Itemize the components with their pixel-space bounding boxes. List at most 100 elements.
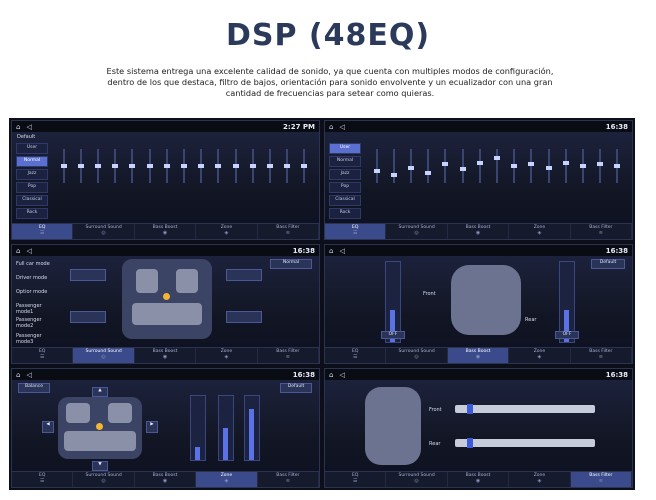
mode-full-car[interactable]: Full car mode — [16, 261, 50, 267]
speaker-level-fr[interactable] — [226, 269, 262, 281]
speaker-level-rr[interactable] — [226, 311, 262, 323]
home-icon[interactable]: ⌂ — [16, 370, 21, 379]
eq-knob[interactable] — [494, 155, 500, 160]
zone-slider-1[interactable] — [190, 395, 206, 461]
mode-pop[interactable]: Pop — [16, 182, 48, 193]
back-icon[interactable]: ◁ — [339, 370, 345, 379]
tab-eq[interactable]: EQ☰ — [12, 348, 74, 363]
eq-knob[interactable] — [164, 164, 170, 168]
mode-normal[interactable]: Normal — [16, 156, 48, 167]
tab-zone[interactable]: Zone◈ — [509, 224, 571, 239]
tab-surround[interactable]: Surround Sound◎ — [386, 348, 448, 363]
default-button[interactable]: Default — [280, 383, 312, 393]
mode-passenger-2[interactable]: Passenger mode2 — [16, 317, 42, 329]
back-icon[interactable]: ◁ — [26, 246, 32, 255]
home-icon[interactable]: ⌂ — [329, 246, 334, 255]
tab-bass-filter[interactable]: Bass Filter≋ — [258, 472, 319, 487]
tab-surround[interactable]: Surround Sound◎ — [73, 224, 135, 239]
back-icon[interactable]: ◁ — [26, 370, 32, 379]
eq-knob[interactable] — [546, 165, 552, 170]
eq-knob[interactable] — [129, 164, 135, 168]
equalizer-sliders[interactable] — [54, 137, 312, 209]
eq-track[interactable] — [393, 149, 395, 183]
mode-passenger-3[interactable]: Passenger mode3 — [16, 333, 42, 345]
tab-zone[interactable]: Zone◈ — [196, 348, 258, 363]
mode-passenger-1[interactable]: Passenger mode1 — [16, 303, 42, 315]
mode-rock[interactable]: Rock — [16, 208, 48, 219]
home-icon[interactable]: ⌂ — [329, 370, 334, 379]
tab-bass-boost[interactable]: Bass Boost◉ — [135, 224, 197, 239]
tab-bass-filter[interactable]: Bass Filter≋ — [570, 472, 632, 487]
tab-bass-boost[interactable]: Bass Boost◉ — [135, 348, 197, 363]
eq-track[interactable] — [462, 149, 464, 183]
tab-bass-filter[interactable]: Bass Filter≋ — [571, 348, 632, 363]
balance-button[interactable]: Balance — [18, 383, 50, 393]
eq-knob[interactable] — [250, 164, 256, 168]
up-arrow-icon[interactable]: ▲ — [92, 387, 108, 397]
tab-bass-filter[interactable]: Bass Filter≋ — [571, 224, 632, 239]
tab-zone[interactable]: Zone◈ — [196, 224, 258, 239]
eq-knob[interactable] — [95, 164, 101, 168]
back-icon[interactable]: ◁ — [26, 122, 32, 131]
eq-knob[interactable] — [391, 172, 397, 177]
eq-knob[interactable] — [267, 164, 273, 168]
home-icon[interactable]: ⌂ — [16, 122, 21, 131]
rear-bass-slider[interactable] — [559, 261, 575, 343]
eq-knob[interactable] — [425, 170, 431, 175]
tab-eq[interactable]: EQ☰ — [325, 348, 387, 363]
eq-track[interactable] — [479, 149, 481, 183]
front-filter-slider[interactable] — [455, 404, 595, 414]
tab-zone[interactable]: Zone◈ — [196, 472, 258, 487]
tab-eq[interactable]: EQ☰ — [325, 224, 387, 239]
eq-knob[interactable] — [511, 164, 517, 168]
eq-knob[interactable] — [374, 169, 380, 174]
eq-knob[interactable] — [112, 164, 118, 168]
speaker-level-fl[interactable] — [70, 269, 106, 281]
eq-track[interactable] — [376, 149, 378, 183]
tab-eq[interactable]: EQ☰ — [12, 472, 74, 487]
eq-knob[interactable] — [597, 162, 603, 167]
mode-normal[interactable]: Normal — [329, 156, 361, 167]
eq-knob[interactable] — [301, 164, 307, 168]
eq-knob[interactable] — [147, 164, 153, 168]
rear-filter-slider[interactable] — [455, 438, 595, 448]
speaker-level-rl[interactable] — [70, 311, 106, 323]
left-arrow-icon[interactable]: ◀ — [42, 421, 54, 433]
back-icon[interactable]: ◁ — [339, 246, 345, 255]
eq-knob[interactable] — [563, 160, 569, 165]
tab-eq[interactable]: EQ☰ — [325, 472, 387, 487]
tab-bass-filter[interactable]: Bass Filter≋ — [258, 348, 319, 363]
right-arrow-icon[interactable]: ▶ — [146, 421, 158, 433]
eq-track[interactable] — [427, 149, 429, 183]
normal-button[interactable]: Normal — [270, 259, 312, 269]
eq-knob[interactable] — [408, 165, 414, 170]
eq-knob[interactable] — [284, 164, 290, 168]
eq-knob[interactable] — [477, 160, 483, 165]
default-label[interactable]: Default — [17, 134, 36, 140]
front-bass-slider[interactable] — [385, 261, 401, 343]
mode-user[interactable]: User — [329, 143, 361, 154]
tab-bass-boost[interactable]: Bass Boost◉ — [135, 472, 197, 487]
default-button[interactable]: Default — [591, 259, 625, 269]
eq-track[interactable] — [565, 149, 567, 183]
mode-classical[interactable]: Classical — [16, 195, 48, 206]
tab-zone[interactable]: Zone◈ — [509, 472, 571, 487]
front-off-button[interactable]: OFF — [381, 331, 405, 339]
listening-position-dot[interactable] — [163, 293, 170, 300]
zone-slider-3[interactable] — [244, 395, 260, 461]
rear-off-button[interactable]: OFF — [555, 331, 579, 339]
tab-surround[interactable]: Surround Sound◎ — [73, 348, 135, 363]
listening-position-dot[interactable] — [96, 423, 103, 430]
eq-track[interactable] — [496, 149, 498, 183]
mode-classical[interactable]: Classical — [329, 195, 361, 206]
home-icon[interactable]: ⌂ — [329, 122, 334, 131]
tab-zone[interactable]: Zone◈ — [509, 348, 571, 363]
down-arrow-icon[interactable]: ▼ — [92, 461, 108, 471]
tab-surround[interactable]: Surround Sound◎ — [386, 224, 448, 239]
mode-driver[interactable]: Driver mode — [16, 275, 48, 281]
eq-knob[interactable] — [61, 164, 67, 168]
eq-knob[interactable] — [528, 162, 534, 167]
mode-user[interactable]: User — [16, 143, 48, 154]
eq-knob[interactable] — [233, 164, 239, 168]
eq-knob[interactable] — [215, 164, 221, 168]
